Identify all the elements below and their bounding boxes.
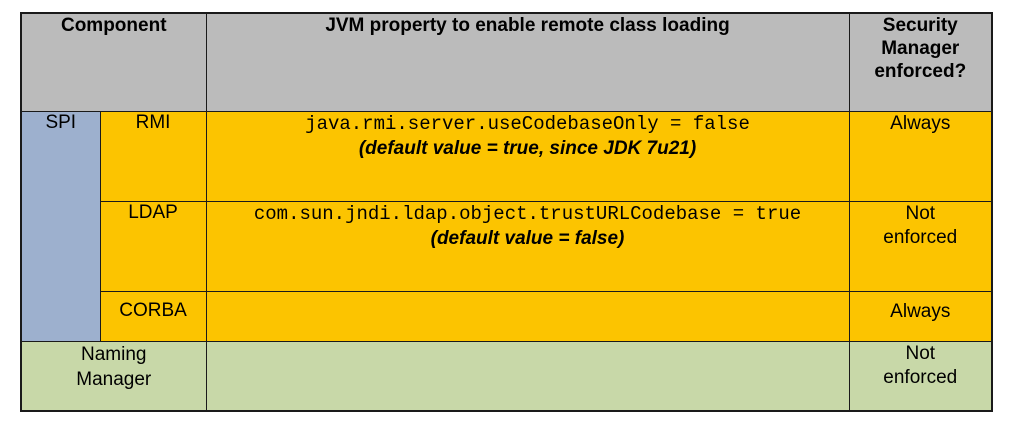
property-cell-rmi: java.rmi.server.useCodebaseOnly = false … bbox=[205, 110, 850, 202]
naming-manager-line-1: Naming bbox=[81, 343, 147, 365]
component-cell-naming-manager: Naming Manager bbox=[20, 340, 207, 412]
header-security-line-2: Manager bbox=[881, 38, 960, 60]
security-cell-rmi: Always bbox=[848, 110, 993, 202]
property-code-ldap: com.sun.jndi.ldap.object.trustURLCodebas… bbox=[253, 202, 802, 225]
component-cell-corba: CORBA bbox=[99, 290, 207, 342]
jvm-remote-class-loading-table: Component JVM property to enable remote … bbox=[20, 12, 994, 412]
property-code-rmi: java.rmi.server.useCodebaseOnly = false bbox=[305, 112, 750, 135]
group-cell-spi: SPI bbox=[20, 110, 101, 342]
security-cell-ldap: Not enforced bbox=[848, 200, 993, 292]
property-cell-naming-manager bbox=[205, 340, 850, 412]
security-cell-naming-manager: Not enforced bbox=[848, 340, 993, 412]
component-cell-rmi: RMI bbox=[99, 110, 207, 202]
security-line-ldap-2: enforced bbox=[883, 227, 958, 249]
property-note-rmi: (default value = true, since JDK 7u21) bbox=[358, 137, 697, 159]
header-security-line-1: Security bbox=[882, 15, 958, 36]
header-cell-security-manager: Security Manager enforced? bbox=[848, 12, 993, 112]
property-cell-ldap: com.sun.jndi.ldap.object.trustURLCodebas… bbox=[205, 200, 850, 292]
table-row-rmi: SPI RMI java.rmi.server.useCodebaseOnly … bbox=[20, 110, 993, 342]
security-line-rmi-1: Always bbox=[890, 112, 951, 134]
security-line-ldap-1: Not bbox=[905, 202, 936, 224]
security-line-corba-1: Always bbox=[890, 300, 951, 322]
table-container: Component JVM property to enable remote … bbox=[20, 12, 994, 412]
naming-manager-line-2: Manager bbox=[76, 368, 152, 390]
table-row-ldap: LDAP com.sun.jndi.ldap.object.trustURLCo… bbox=[21, 200, 993, 292]
property-note-ldap: (default value = false) bbox=[430, 227, 625, 249]
table-row-corba: CORBA Always bbox=[21, 290, 993, 342]
security-line-nm-1: Not bbox=[905, 342, 936, 364]
table-header-row: Component JVM property to enable remote … bbox=[20, 12, 993, 112]
table-row-naming-manager: Naming Manager Not enforced bbox=[20, 340, 993, 412]
property-cell-corba bbox=[205, 290, 850, 342]
component-cell-ldap: LDAP bbox=[99, 200, 207, 292]
header-cell-component: Component bbox=[20, 12, 207, 112]
security-cell-corba: Always bbox=[848, 290, 993, 342]
header-security-line-3: enforced? bbox=[874, 61, 967, 83]
header-cell-jvm-property: JVM property to enable remote class load… bbox=[205, 12, 850, 112]
security-line-nm-2: enforced bbox=[883, 367, 958, 389]
